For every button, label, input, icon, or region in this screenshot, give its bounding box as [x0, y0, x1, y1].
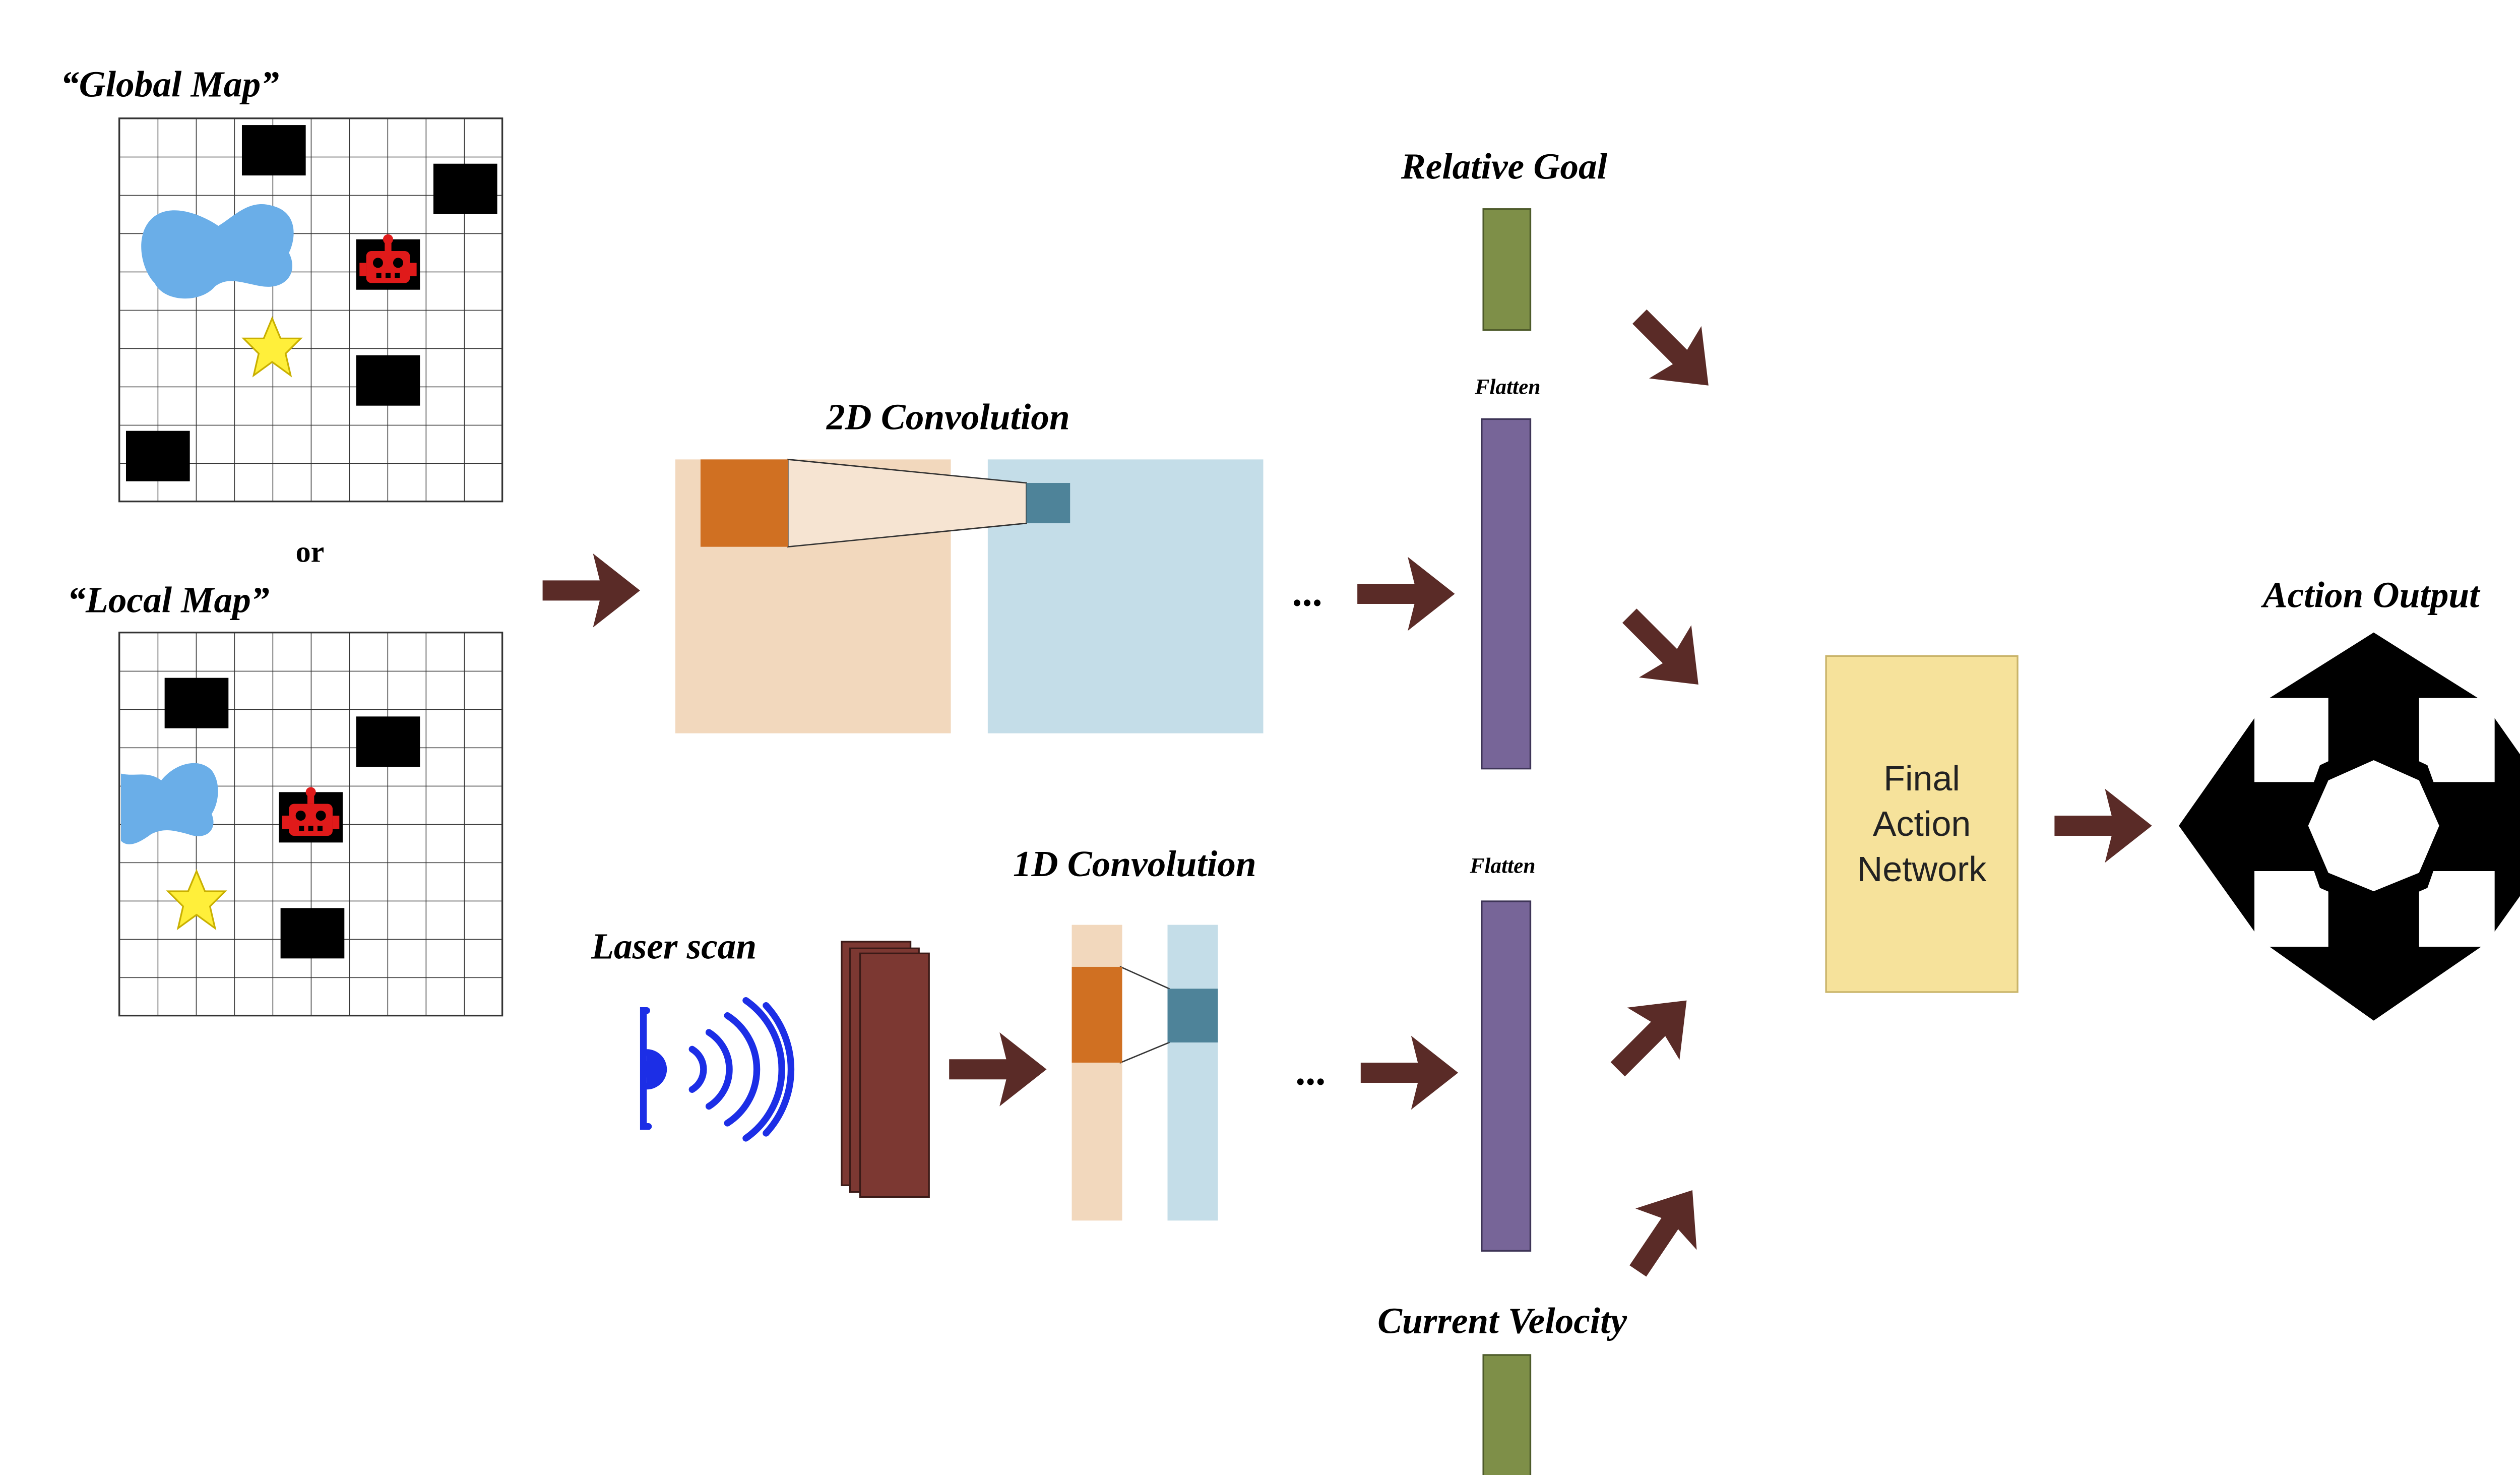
conv-kernel: [1072, 966, 1122, 1063]
global-map-label: “Global Map”: [60, 64, 279, 104]
water-icon: [141, 204, 294, 299]
conv2d-block: [675, 458, 1264, 733]
conv1d-block: [1072, 925, 1218, 1221]
ellipsis-bottom: ...: [1297, 1049, 1327, 1093]
obstacle-icon: [433, 163, 497, 214]
or-label: or: [296, 535, 325, 569]
arrow-icon: [1360, 1035, 1459, 1110]
local-map-label: “Local Map”: [67, 580, 269, 621]
obstacle-icon: [241, 125, 306, 176]
obstacle-icon: [125, 431, 190, 481]
conv1d-label: 1D Convolution: [1013, 843, 1256, 884]
arrow-icon: [1607, 1169, 1723, 1292]
water-icon: [120, 763, 218, 844]
action-arrows-icon: [2179, 632, 2520, 1021]
relative-goal-vector: [1482, 208, 1532, 331]
final-network-line-1: Final: [1883, 759, 1960, 798]
laser-sensor-icon: [640, 997, 795, 1142]
flatten-bottom-label: Flatten: [1469, 853, 1535, 878]
current-velocity-vector: [1482, 1354, 1532, 1475]
arrow-icon: [542, 554, 640, 628]
arrow-icon: [2054, 788, 2152, 863]
global-map: [118, 117, 503, 503]
arrow-icon: [1357, 557, 1455, 631]
robot-icon: [279, 787, 343, 843]
output-feature-vector: [1167, 925, 1218, 1221]
relative-goal-label: Relative Goal: [1401, 146, 1608, 187]
laser-scan-stack: [841, 941, 930, 1198]
obstacle-icon: [164, 678, 229, 728]
conv2d-label: 2D Convolution: [826, 396, 1070, 437]
conv-kernel: [700, 459, 788, 547]
robot-icon: [356, 234, 420, 290]
flatten-top-label: Flatten: [1474, 375, 1540, 399]
final-action-network-box: [1825, 655, 2019, 993]
final-network-line-3: Network: [1857, 849, 1987, 889]
conv-output-cell: [1167, 989, 1218, 1042]
flatten-vector-top: [1481, 418, 1532, 770]
conv-output-cell: [1026, 483, 1070, 524]
arrow-icon: [1591, 974, 1713, 1096]
current-velocity-label: Current Velocity: [1377, 1301, 1627, 1341]
action-output-label: Action Output: [2261, 575, 2481, 616]
obstacle-icon: [280, 908, 345, 959]
local-map: [118, 632, 503, 1017]
flatten-vector-bottom: [1481, 900, 1532, 1252]
ellipsis-top: ...: [1294, 570, 1324, 614]
obstacle-icon: [356, 716, 420, 767]
arrow-icon: [949, 1032, 1047, 1107]
arrow-icon: [1603, 589, 1725, 711]
obstacle-icon: [356, 355, 420, 406]
arrow-icon: [1613, 290, 1735, 412]
laser-scan-label: Laser scan: [591, 926, 757, 966]
final-network-line-2: Action: [1873, 804, 1971, 843]
